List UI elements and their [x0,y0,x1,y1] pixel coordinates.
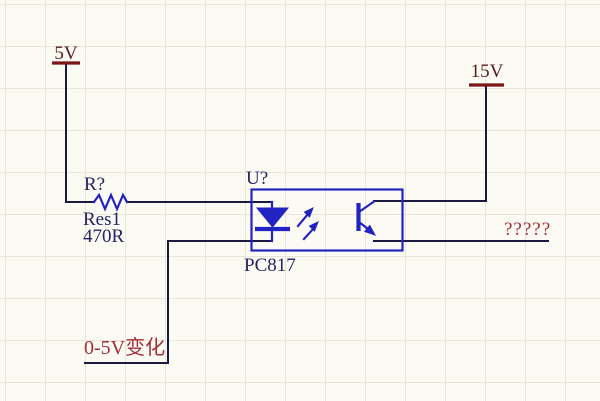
net-label-output[interactable]: ????? [504,219,552,240]
phototransistor-symbol[interactable] [356,199,377,236]
resistor-symbol[interactable] [92,192,129,212]
wire-cathode-to-input [84,240,273,364]
resistor-value: 470R [83,226,125,247]
optocoupler-comment: PC817 [244,255,296,276]
wire-5v-to-resistor [65,63,95,203]
power-label-15v[interactable]: 15V [470,61,504,82]
resistor-comment: Res1 [83,209,121,230]
optocoupler-designator: U? [246,168,269,189]
resistor-designator: R? [84,174,106,195]
emission-arrows-icon [296,207,319,241]
power-label-5v[interactable]: 5V [54,43,78,64]
led-symbol[interactable] [255,200,290,243]
net-label-input[interactable]: 0-5V变化 [84,337,166,359]
optocoupler-box[interactable] [250,188,404,252]
wire-15v-to-collector [373,86,487,202]
